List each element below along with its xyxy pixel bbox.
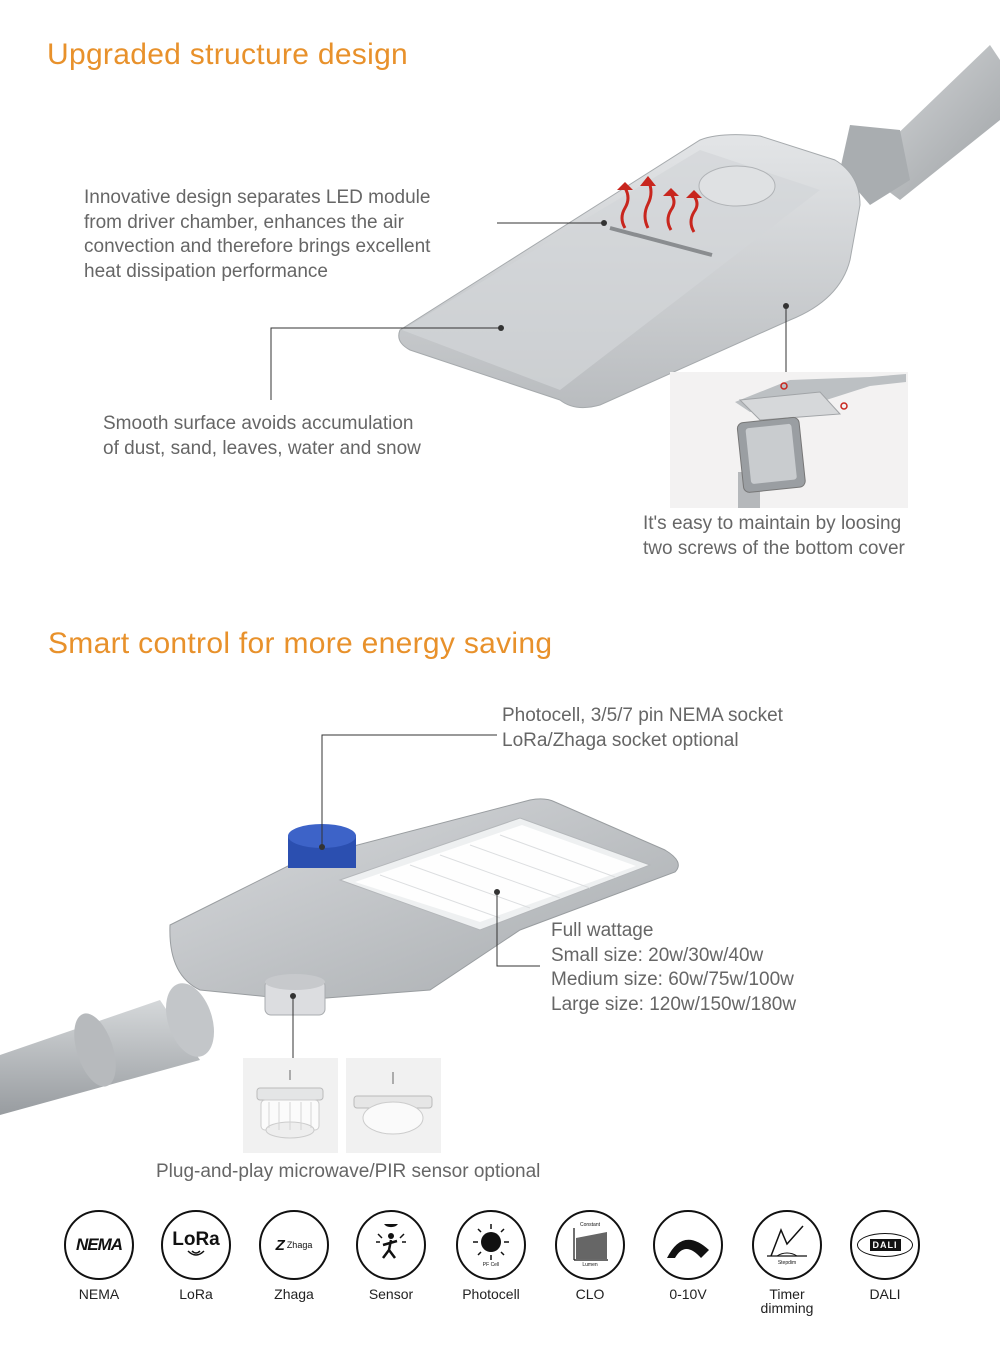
sensor-callout: Plug-and-play microwave/PIR sensor optio… [156, 1161, 541, 1182]
clo-icon: Constant Lumen [555, 1210, 625, 1280]
nema-socket-callout: Photocell, 3/5/7 pin NEMA socket LoRa/Zh… [502, 705, 783, 751]
zhaga-icon: Z Zhaga [259, 1210, 329, 1280]
streetlight-top-illustration [398, 45, 1000, 409]
lora-icon: LoRa [161, 1210, 231, 1280]
feature-label-dali: DALI [869, 1286, 901, 1302]
feature-label-nema: NEMA [78, 1286, 120, 1302]
photocell-icon: PF Cell [456, 1210, 526, 1280]
timer-dimming-icon: Stepdim [752, 1210, 822, 1280]
streetlight-bottom-illustration [0, 798, 679, 1115]
section2-leader-lines [290, 734, 540, 1058]
feature-label-sensor: Sensor [368, 1286, 414, 1302]
maintenance-photo [670, 372, 908, 508]
dali-icon: DALI [850, 1210, 920, 1280]
full-wattage-callout: Full wattage Small size: 20w/30w/40w Med… [551, 920, 797, 1015]
section2-title: Smart control for more energy saving [48, 627, 553, 660]
feature-label-clo: CLO [575, 1286, 605, 1302]
dimming-0-10v-icon [653, 1210, 723, 1280]
heat-dissipation-callout: Innovative design separates LED module f… [84, 187, 431, 282]
feature-label-0-10v: 0-10V [669, 1286, 707, 1302]
microwave-sensor-photo [243, 1058, 338, 1153]
feature-label-lora: LoRa [179, 1286, 213, 1302]
section1-leader-lines [270, 220, 789, 400]
pir-sensor-photo [346, 1058, 441, 1153]
smooth-surface-callout: Smooth surface avoids accumulation of du… [103, 413, 421, 459]
feature-label-photocell: Photocell [462, 1286, 520, 1302]
nema-icon: NEMA [64, 1210, 134, 1280]
feature-label-zhaga: Zhaga [274, 1286, 314, 1302]
feature-label-timer-dimming: Timer dimming [760, 1286, 814, 1316]
sensor-icon [356, 1210, 426, 1280]
section1-title: Upgraded structure design [47, 38, 409, 71]
easy-maintenance-callout: It's easy to maintain by loosing two scr… [643, 513, 905, 559]
